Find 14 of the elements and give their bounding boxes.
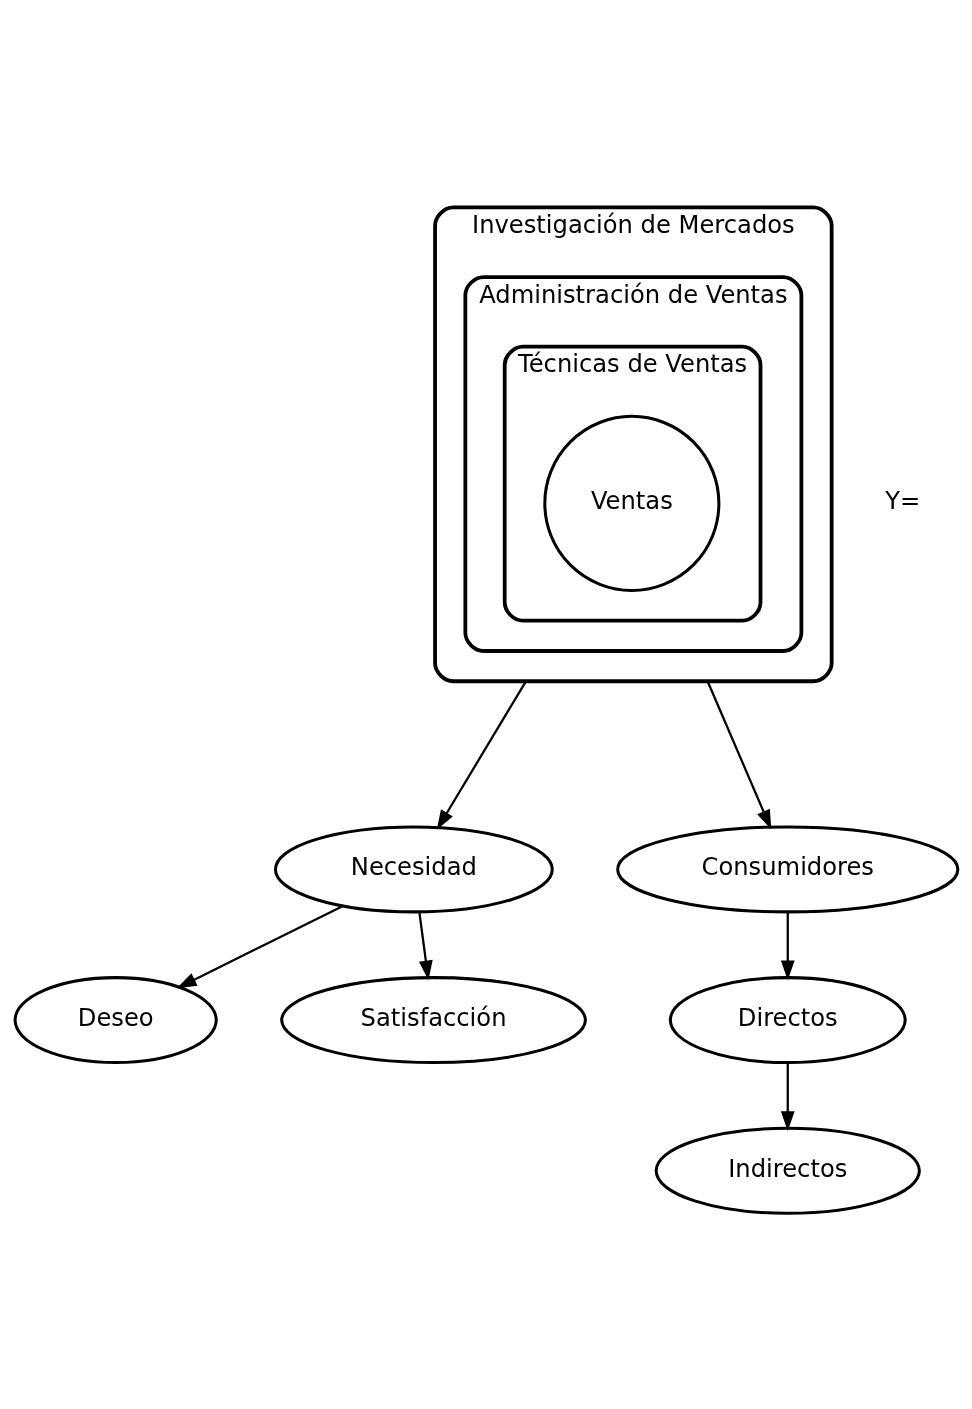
arrow	[436, 680, 527, 830]
node-ellipse: Satisfacción	[279, 976, 587, 1065]
arrow	[780, 1063, 795, 1132]
arrow	[176, 905, 343, 989]
arrow	[780, 912, 795, 981]
label: Y=	[884, 487, 920, 516]
node-ellipse: Necesidad	[273, 825, 554, 914]
node-ellipse: Directos	[668, 976, 907, 1065]
node-circle: Ventas	[542, 414, 720, 592]
node-ellipse: Deseo	[13, 976, 218, 1065]
node-ellipse: Indirectos	[654, 1126, 921, 1215]
node-ellipse: Consumidores	[615, 825, 959, 914]
arrow	[417, 912, 433, 981]
arrow	[706, 680, 771, 830]
